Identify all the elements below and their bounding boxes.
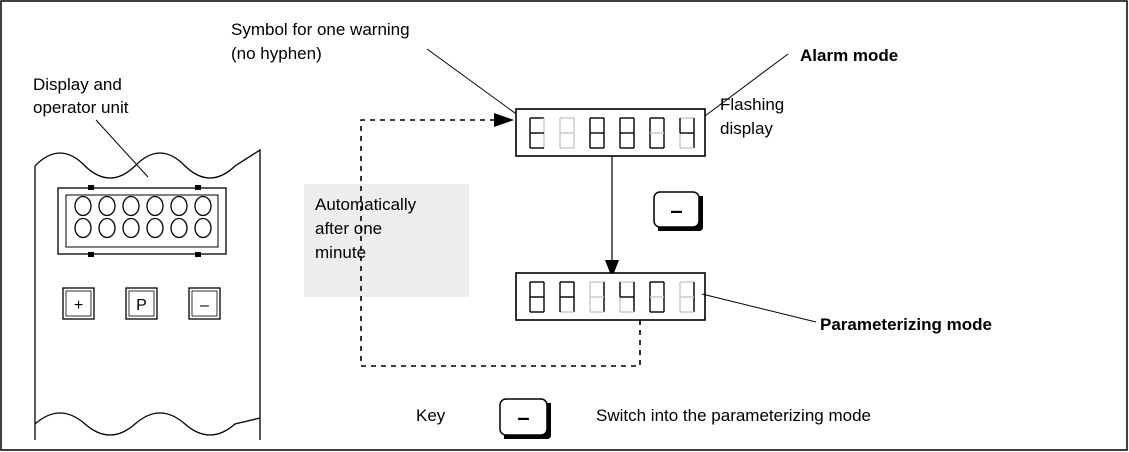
flashing-label-line2: display xyxy=(720,119,773,138)
operator-panel xyxy=(34,148,261,440)
param-display-box xyxy=(515,272,706,321)
minus-key[interactable]: – xyxy=(653,191,703,231)
legend-description: Switch into the parameterizing mode xyxy=(596,406,871,425)
panel-digit-3-loop-2 xyxy=(122,217,140,239)
panel-minus-button[interactable]: – xyxy=(188,287,221,320)
flashing-label-line1: Flashing xyxy=(720,95,784,114)
panel-digit-1-loop-2 xyxy=(74,217,92,239)
panel-digit-5-loop-2 xyxy=(170,217,188,239)
panel-digit-2-loop-2 xyxy=(98,217,116,239)
symbol-label-line1: Symbol for one warning xyxy=(231,20,410,39)
panel-plus-button-label: + xyxy=(74,297,83,314)
panel-digit-3-loop-1 xyxy=(122,195,140,217)
panel-digit-6-loop-1 xyxy=(194,195,212,217)
panel-p-button[interactable]: P xyxy=(125,287,158,320)
minus-key-label: – xyxy=(670,198,682,223)
panel-display-window xyxy=(57,185,227,257)
panel-minus-button-label: – xyxy=(200,297,209,314)
alarm-display-box xyxy=(515,108,706,157)
auto-return-label-line3: minute xyxy=(315,243,366,262)
display-unit-leader-line xyxy=(95,119,149,178)
legend-key-label: Key xyxy=(416,406,446,425)
panel-plus-button[interactable]: + xyxy=(62,287,95,320)
symbol-label-line2: (no hyphen) xyxy=(231,44,322,63)
auto-return-annotation-bg xyxy=(304,184,469,297)
auto-return-label-line2: after one xyxy=(315,219,382,238)
display-unit-label-line2: operator unit xyxy=(33,98,129,117)
alarm-mode-leader-line xyxy=(696,53,789,123)
auto-return-arrowhead xyxy=(494,113,514,127)
panel-digit-4-loop-2 xyxy=(146,217,164,239)
auto-return-label-line1: Automatically xyxy=(315,195,417,214)
panel-digits xyxy=(74,195,212,239)
legend-minus-key-label: – xyxy=(517,405,529,430)
auto-return-dashed-path xyxy=(360,119,641,367)
panel-digit-4-loop-1 xyxy=(146,195,164,217)
alarm-mode-label: Alarm mode xyxy=(800,46,898,65)
panel-digit-1-loop-1 xyxy=(74,195,92,217)
panel-digit-5-loop-1 xyxy=(170,195,188,217)
legend-minus-key: – xyxy=(499,398,551,439)
mode-change-arrowhead xyxy=(605,260,619,278)
panel-digit-6-loop-2 xyxy=(194,217,212,239)
alarm-display xyxy=(529,117,695,149)
panel-digit-2-loop-1 xyxy=(98,195,116,217)
panel-p-button-label: P xyxy=(136,297,147,314)
param-display xyxy=(529,281,695,313)
param-mode-label: Parameterizing mode xyxy=(820,315,992,334)
param-mode-leader-line xyxy=(701,293,817,323)
display-unit-label-line1: Display and xyxy=(33,75,122,94)
